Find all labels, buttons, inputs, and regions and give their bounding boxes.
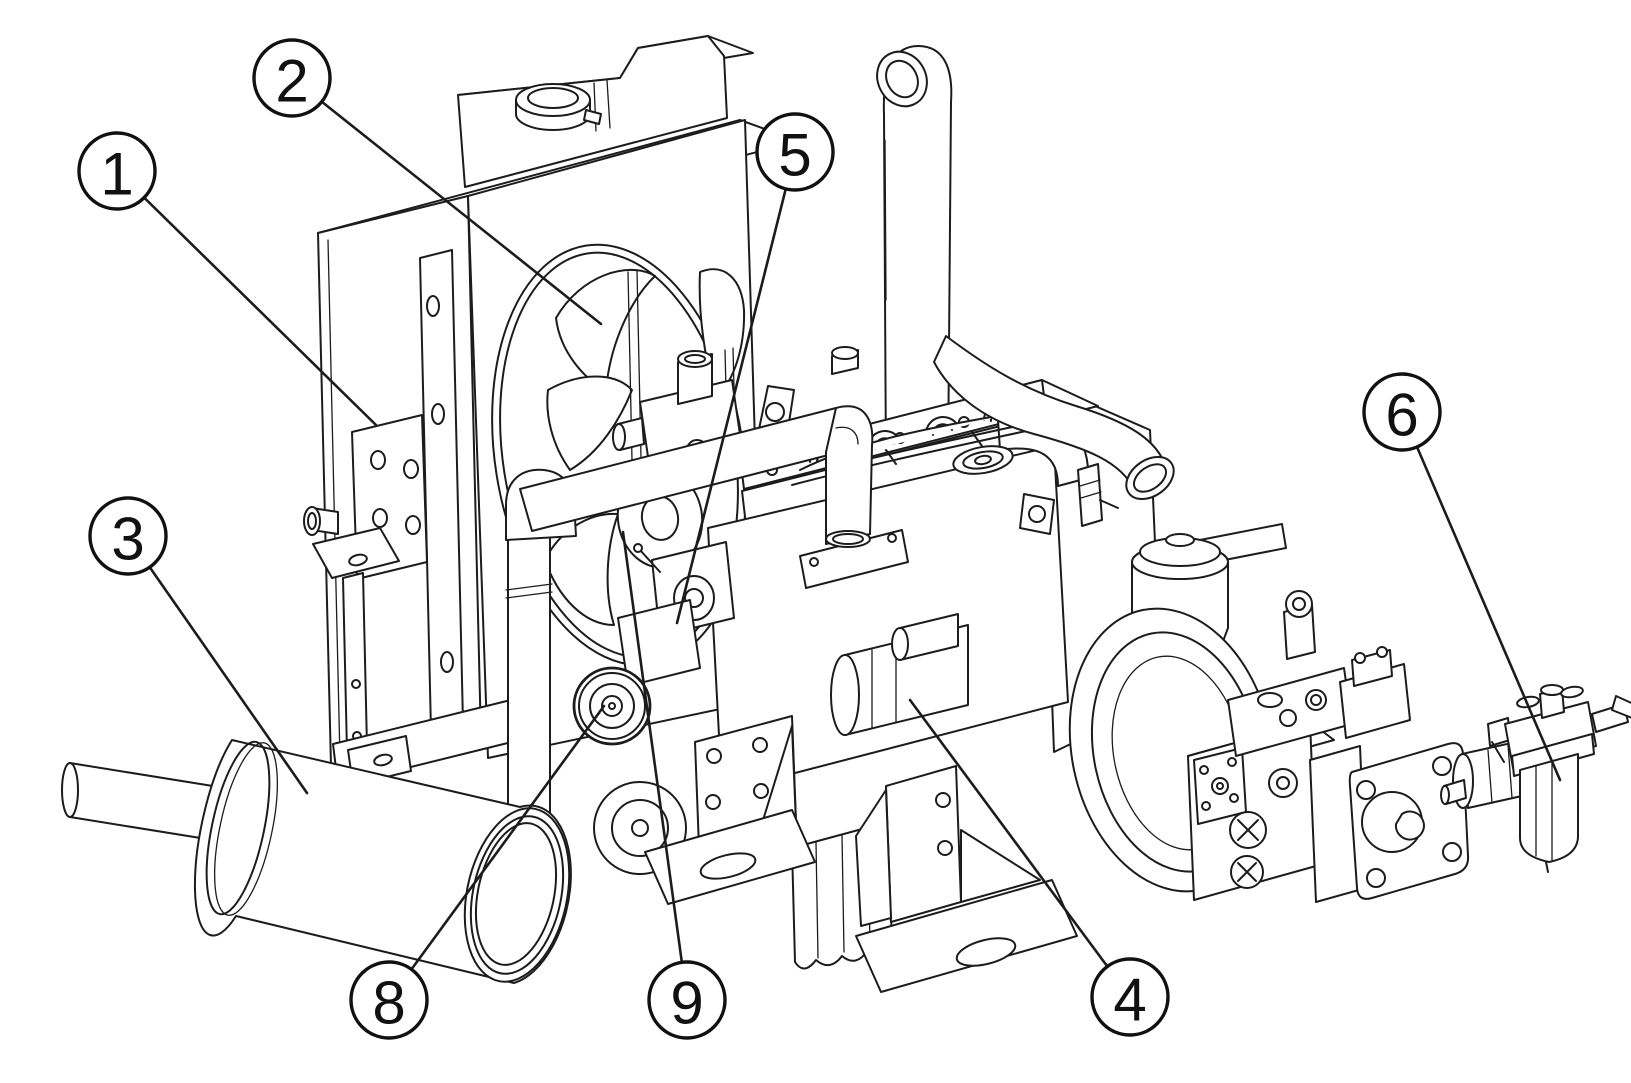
callout-number-3: 3 [111, 506, 144, 573]
callout-circle-1 [77, 131, 157, 211]
exhaust-downpipe [505, 489, 553, 857]
callout-circle-9 [647, 960, 727, 1040]
callout-leader-2 [290, 76, 603, 326]
fan-blade [544, 268, 746, 626]
solenoid-valve [1339, 646, 1411, 739]
oil-filler-cap [831, 346, 859, 375]
callout-leader-9 [621, 530, 689, 1002]
callout-leader-4 [908, 698, 1132, 999]
hydraulic-pump [1187, 590, 1631, 903]
callout-circle-2 [252, 38, 332, 118]
callout-number-2: 2 [275, 48, 308, 115]
water-separator [1487, 684, 1631, 873]
side-bracket [303, 414, 533, 786]
callout-leader-6 [1400, 410, 1562, 782]
callouts-layer: 1 2 3 4 5 6 8 9 [77, 38, 1562, 1040]
rear-lift-eye [1019, 493, 1055, 535]
muffler-inlet-pipe [61, 762, 220, 842]
callout-leader-3 [126, 534, 309, 795]
technical-drawing [61, 35, 1631, 993]
callout-circle-6 [1362, 372, 1442, 452]
engine-mount-left [644, 715, 816, 905]
starter-motor [830, 613, 969, 736]
bushing [303, 506, 339, 536]
engine-mount-right [855, 765, 1078, 993]
muffler-outlet-rim [463, 807, 571, 983]
filler-cap [515, 83, 602, 131]
callout-circle-8 [349, 960, 429, 1040]
bracket-shelf [312, 527, 400, 579]
pump-port-block [1193, 747, 1247, 825]
callout-circle-4 [1090, 957, 1170, 1037]
injector [1077, 463, 1119, 527]
callout-number-8: 8 [372, 970, 405, 1037]
cross-screw [1229, 811, 1267, 889]
callout-number-4: 4 [1113, 967, 1146, 1034]
support-bar [342, 572, 368, 753]
intake-elbow-pipe [505, 405, 874, 548]
callout-number-5: 5 [778, 122, 811, 189]
air-hose [933, 335, 1175, 500]
callout-leader-5 [675, 150, 797, 625]
alternator [572, 599, 701, 746]
charge-pump-boss [1268, 768, 1298, 798]
callout-number-9: 9 [670, 970, 703, 1037]
muffler [61, 739, 572, 984]
pump-lug [1283, 590, 1316, 660]
callout-leader-8 [387, 704, 606, 1002]
pump-control-block [1227, 667, 1353, 757]
callout-leader-1 [115, 169, 378, 427]
callout-number-6: 6 [1385, 382, 1418, 449]
gear-pump [1309, 742, 1470, 903]
callout-circle-5 [755, 112, 835, 192]
callout-number-1: 1 [100, 141, 133, 208]
callout-circle-3 [88, 496, 168, 576]
fan-mount-disc [952, 445, 1014, 475]
